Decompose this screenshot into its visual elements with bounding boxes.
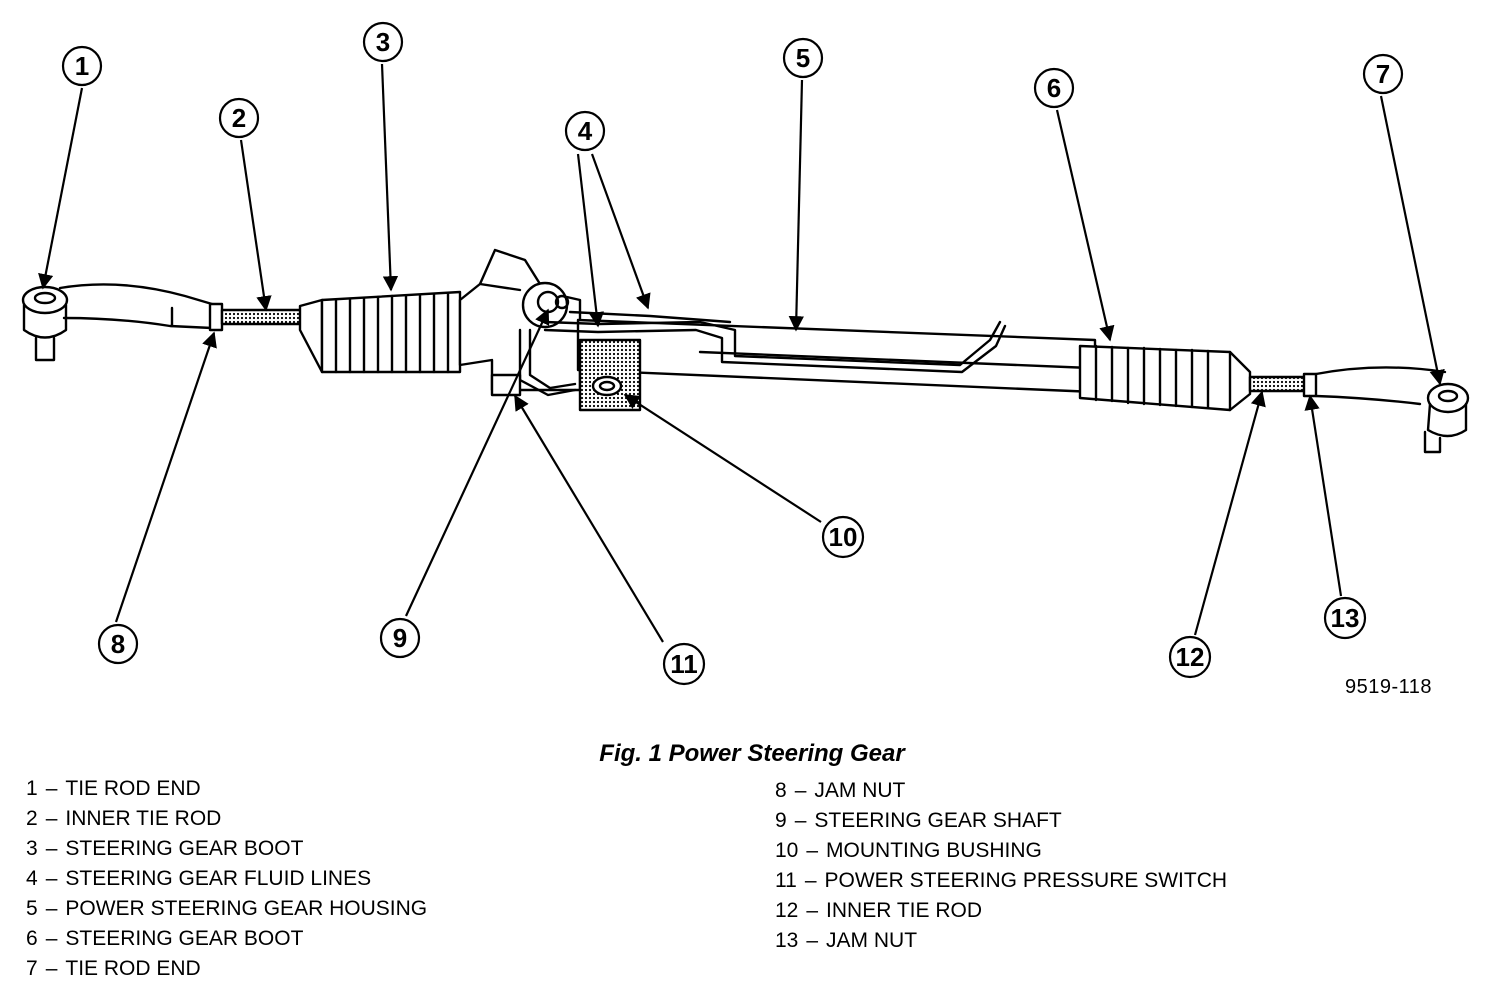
figure-caption: Fig. 1 Power Steering Gear [599, 740, 905, 767]
power-steering-gear-diagram: 1 2 3 4 5 6 7 8 9 10 11 12 13 [21, 21, 1470, 686]
svg-text:8: 8 [111, 629, 125, 659]
legend-left: 1–TIE ROD END 2–INNER TIE ROD 3–STEERING… [26, 774, 427, 984]
legend-item: 11–POWER STEERING PRESSURE SWITCH [775, 869, 1228, 892]
svg-text:11: 11 [670, 649, 698, 679]
callout-1: 1 [61, 45, 103, 87]
legend-item: 3–STEERING GEAR BOOT [26, 837, 304, 860]
legend-item: 12–INNER TIE ROD [775, 899, 983, 922]
svg-text:13: 13 [1331, 603, 1360, 633]
svg-text:4: 4 [578, 116, 593, 146]
right-jam-nut [1302, 372, 1318, 398]
callout-13: 13 [1323, 596, 1367, 640]
callout-11: 11 [662, 642, 706, 686]
legend-item: 1–TIE ROD END [26, 777, 201, 800]
callout-9: 9 [379, 617, 421, 659]
svg-text:1: 1 [75, 51, 89, 81]
legend-item: 8–JAM NUT [775, 779, 906, 802]
left-inner-tie-rod [220, 308, 304, 326]
left-steering-gear-boot [298, 290, 462, 374]
callout-8: 8 [97, 623, 139, 665]
svg-text:5: 5 [796, 43, 810, 73]
legend-right: 8–JAM NUT 9–STEERING GEAR SHAFT 10–MOUNT… [775, 776, 1227, 956]
legend-item: 4–STEERING GEAR FLUID LINES [26, 867, 372, 890]
svg-text:2: 2 [232, 103, 246, 133]
callout-7: 7 [1362, 53, 1404, 95]
callout-12: 12 [1168, 635, 1212, 679]
right-inner-tie-rod [1248, 375, 1308, 393]
callout-6: 6 [1033, 67, 1075, 109]
figure-id: 9519-118 [1345, 676, 1433, 698]
svg-text:7: 7 [1376, 59, 1390, 89]
callout-2: 2 [218, 97, 260, 139]
callout-10: 10 [821, 515, 865, 559]
svg-text:6: 6 [1047, 73, 1061, 103]
callout-5: 5 [782, 37, 824, 79]
pressure-switch [490, 373, 522, 397]
svg-text:10: 10 [829, 522, 858, 552]
legend-item: 13–JAM NUT [775, 929, 918, 952]
valve-body [458, 248, 582, 392]
legend-item: 7–TIE ROD END [26, 957, 201, 980]
right-steering-gear-boot [1078, 344, 1252, 412]
svg-text:12: 12 [1176, 642, 1205, 672]
legend-item: 10–MOUNTING BUSHING [775, 839, 1042, 862]
callout-3: 3 [362, 21, 404, 63]
right-tie-rod-end [1314, 366, 1470, 454]
svg-text:9: 9 [393, 623, 407, 653]
left-jam-nut [208, 302, 224, 332]
legend-item: 6–STEERING GEAR BOOT [26, 927, 304, 950]
callout-4: 4 [564, 110, 606, 152]
legend-item: 5–POWER STEERING GEAR HOUSING [26, 897, 428, 920]
svg-text:3: 3 [376, 27, 390, 57]
left-tie-rod-end [21, 283, 214, 362]
legend-item: 2–INNER TIE ROD [26, 807, 222, 830]
legend-item: 9–STEERING GEAR SHAFT [775, 809, 1062, 832]
